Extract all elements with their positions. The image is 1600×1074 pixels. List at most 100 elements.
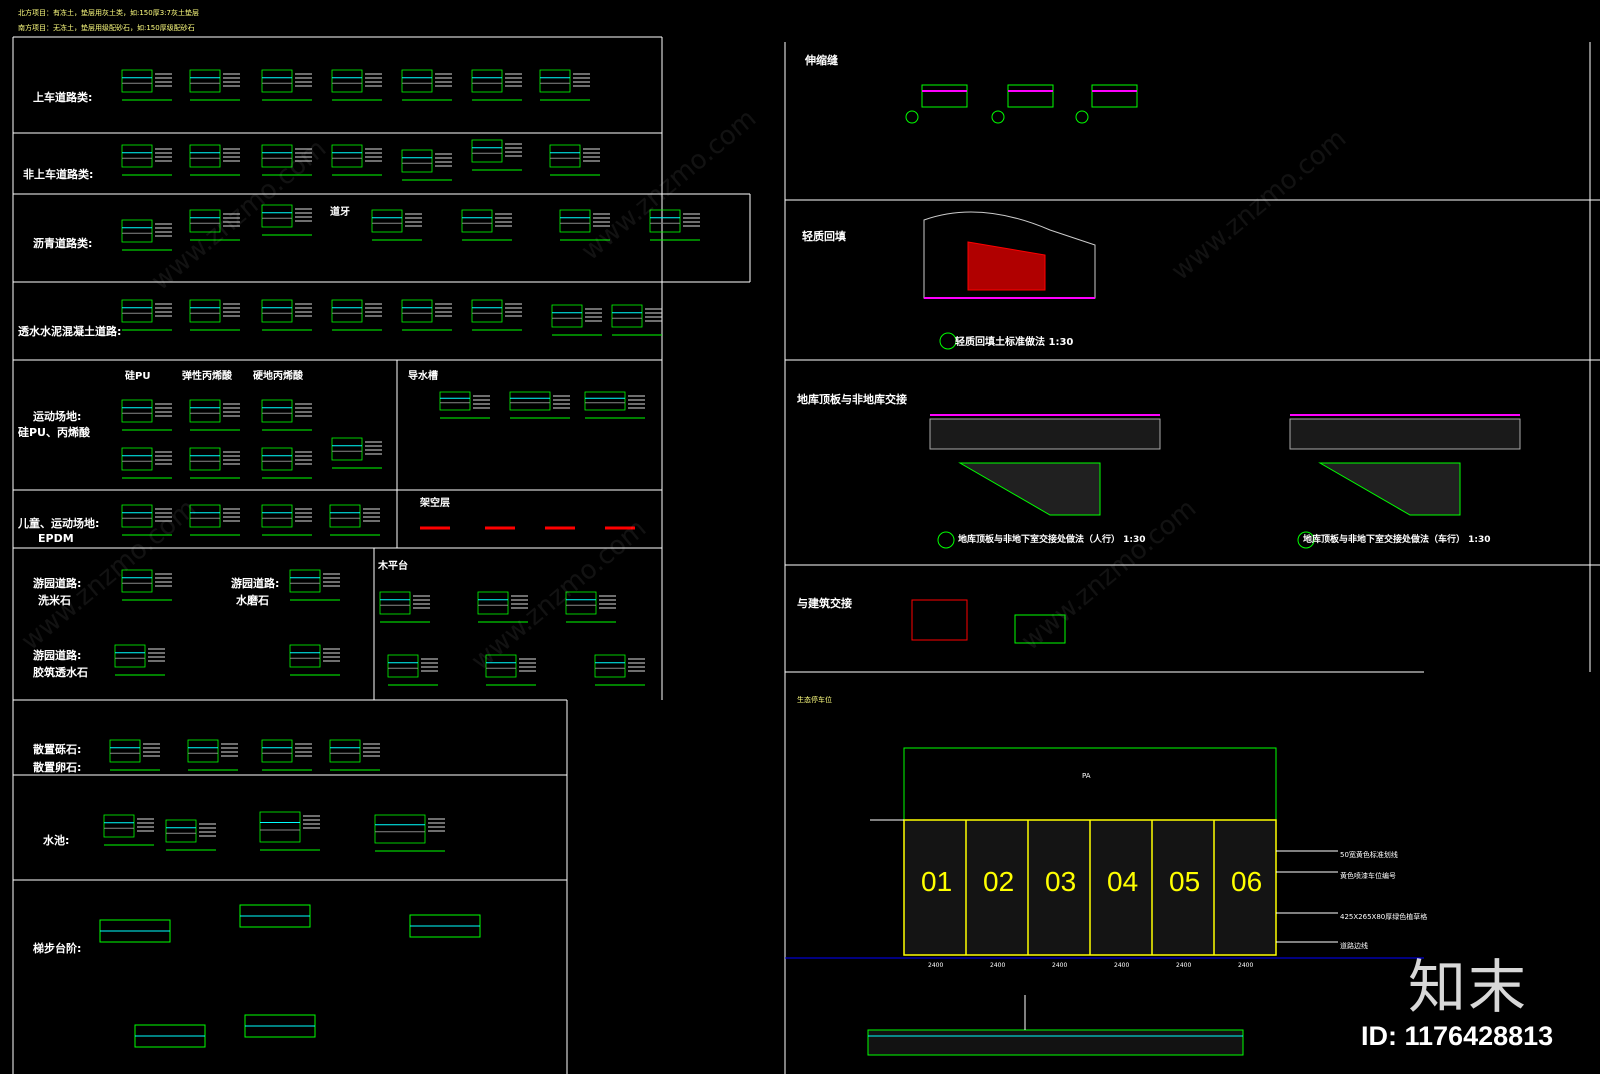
section-detail	[189, 447, 221, 471]
parking-title: 生态停车位	[797, 696, 832, 704]
garage-slab	[929, 418, 1161, 450]
parking-number-04: 04	[1107, 866, 1139, 897]
section-detail	[331, 69, 363, 93]
garage-slab	[1289, 418, 1521, 450]
section-detail	[461, 209, 493, 233]
junction-detail	[1014, 614, 1066, 644]
section-detail	[374, 814, 426, 844]
section-detail	[165, 819, 197, 843]
parking-width-5: 2400	[1176, 962, 1192, 969]
section-garden-path-3-sub: 胶筑透水石	[33, 666, 88, 679]
parking-top-label: PA	[1082, 772, 1091, 780]
label-hard-acrylic: 硬地丙烯酸	[253, 371, 303, 382]
section-garden-path-2: 游园道路:	[231, 577, 280, 590]
section-detail	[189, 69, 221, 93]
section-garage-roof: 地库顶板与非地库交接	[797, 393, 907, 406]
caption-light-backfill: 轻质回填土标准做法 1:30	[955, 337, 1074, 348]
section-detail	[594, 654, 626, 678]
parking-annotation-number: 黄色喷漆车位编号	[1340, 872, 1396, 880]
section-detail	[189, 399, 221, 423]
label-silicon-pu: 硅PU	[125, 371, 151, 382]
section-detail	[371, 209, 403, 233]
section-detail	[565, 591, 597, 615]
label-overhead: 架空层	[420, 498, 450, 509]
label-drain: 导水槽	[408, 371, 438, 382]
section-garden-path-3: 游园道路:	[33, 649, 82, 662]
section-detail	[289, 569, 321, 593]
section-detail	[539, 69, 571, 93]
garage-transition	[958, 462, 1101, 516]
garage-transition	[1318, 462, 1461, 516]
section-sports-field: 运动场地:	[33, 410, 82, 423]
section-detail	[103, 814, 135, 838]
section-detail	[121, 69, 153, 93]
backfill-fill	[967, 241, 1046, 291]
section-detail	[439, 391, 471, 411]
section-sports-field-sub: 硅PU、丙烯酸	[18, 426, 90, 439]
parking-annotation-line: 50宽黄色标准划线	[1340, 851, 1398, 859]
section-detail	[611, 304, 643, 328]
section-detail	[261, 204, 293, 228]
caption-garage-pedestrian: 地库顶板与非地下室交接处做法（人行） 1:30	[958, 535, 1146, 545]
section-detail	[477, 591, 509, 615]
detail-marker	[937, 531, 955, 549]
parking-width-2: 2400	[990, 962, 1006, 969]
section-asphalt-road: 沥青道路类:	[33, 237, 93, 250]
section-detail	[261, 447, 293, 471]
section-detail	[259, 811, 301, 843]
brand-logo: 知末	[1408, 953, 1529, 1021]
caption-garage-vehicle: 地库顶板与非地下室交接处做法（车行） 1:30	[1303, 535, 1491, 545]
section-garden-path-1: 游园道路:	[33, 577, 82, 590]
section-detail	[261, 144, 293, 168]
parking-annotation-edge: 道路边线	[1340, 942, 1368, 950]
section-detail	[471, 69, 503, 93]
section-detail	[584, 391, 626, 411]
section-detail	[329, 739, 361, 763]
section-detail	[379, 591, 411, 615]
parking-width-6: 2400	[1238, 962, 1254, 969]
section-detail	[261, 299, 293, 323]
section-detail	[261, 739, 293, 763]
section-pool: 水池:	[43, 834, 70, 847]
section-steps: 梯步台阶:	[33, 942, 82, 955]
section-detail	[121, 569, 153, 593]
label-elastic-acrylic: 弹性丙烯酸	[182, 371, 232, 382]
parking-width-4: 2400	[1114, 962, 1130, 969]
section-detail	[261, 504, 293, 528]
section-detail	[387, 654, 419, 678]
parking-number-03: 03	[1045, 866, 1077, 897]
section-detail	[401, 299, 433, 323]
detail-marker	[905, 110, 919, 124]
header-note-south: 南方项目：无冻土，垫层用级配砂石，如:150厚级配砂石	[18, 24, 195, 32]
detail-marker	[991, 110, 1005, 124]
section-detail	[121, 219, 153, 243]
section-children-field-sub: EPDM	[38, 532, 74, 545]
label-deck: 木平台	[378, 561, 408, 572]
road-section	[867, 1029, 1244, 1056]
expansion-detail	[921, 84, 968, 108]
section-detail	[549, 144, 581, 168]
section-detail	[485, 654, 517, 678]
section-expansion-joint: 伸缩缝	[805, 54, 838, 67]
section-vehicle-road: 上车道路类:	[33, 91, 93, 104]
parking-width-1: 2400	[928, 962, 944, 969]
section-detail	[114, 644, 146, 668]
parking-number-01: 01	[921, 866, 953, 897]
section-detail	[401, 69, 433, 93]
section-garden-path-2-sub: 水磨石	[236, 594, 269, 607]
detail-marker	[1297, 531, 1315, 549]
section-pebble: 散置卵石:	[33, 761, 82, 774]
section-detail	[559, 209, 591, 233]
section-detail	[261, 69, 293, 93]
section-detail	[401, 149, 433, 173]
detail-marker	[939, 332, 957, 350]
section-building-junction: 与建筑交接	[797, 597, 852, 610]
section-detail	[189, 299, 221, 323]
section-detail	[261, 399, 293, 423]
section-detail	[189, 504, 221, 528]
section-light-backfill: 轻质回填	[802, 230, 846, 243]
parking-number-02: 02	[983, 866, 1015, 897]
expansion-detail	[1091, 84, 1138, 108]
